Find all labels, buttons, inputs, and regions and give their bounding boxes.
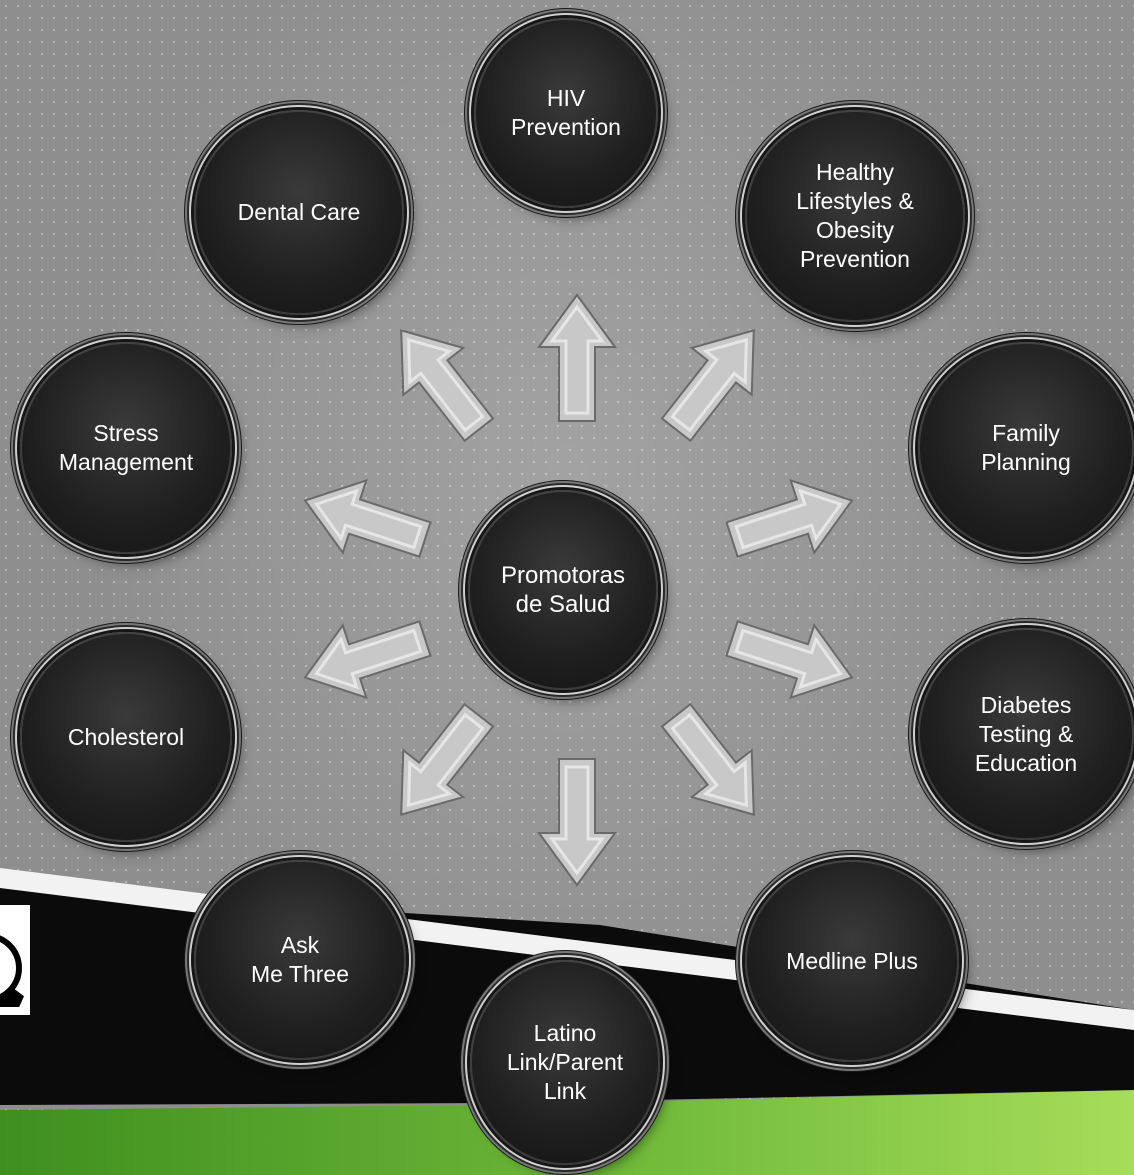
center-node: Promotoras de Salud: [468, 490, 658, 690]
topic-node-ask: Ask Me Three: [194, 860, 406, 1060]
topic-node-dental: Dental Care: [194, 110, 404, 315]
arrow-4: [720, 602, 863, 713]
arrow-10: [371, 307, 508, 453]
arrow-9: [293, 464, 436, 575]
topic-label-hiv: HIV Prevention: [511, 85, 621, 140]
logo-state-shape: [0, 989, 24, 1007]
arrow-5: [646, 692, 783, 838]
topic-node-healthy: Healthy Lifestyles & Obesity Prevention: [745, 110, 965, 322]
arrow-7: [371, 692, 508, 838]
topic-node-latino: Latino Link/Parent Link: [470, 960, 660, 1165]
arrow-1: [537, 293, 617, 422]
topic-label-dental: Dental Care: [237, 199, 361, 225]
topic-node-family: Family Planning: [918, 342, 1134, 554]
arrow-8: [293, 602, 436, 713]
topic-label-family: Family Planning: [981, 420, 1071, 475]
center-node-label: Promotoras de Salud: [500, 562, 626, 618]
arrow-6: [537, 758, 617, 887]
topic-node-medline: Medline Plus: [745, 860, 959, 1062]
topic-label-healthy: Healthy Lifestyles & Obesity Prevention: [796, 159, 914, 272]
topic-node-stress: Stress Management: [20, 342, 232, 554]
topic-label-stress: Stress Management: [58, 420, 194, 475]
topic-node-cholesterol: Cholesterol: [20, 632, 232, 842]
arrow-3: [720, 464, 863, 575]
logo-image: [0, 905, 30, 1015]
topic-label-cholesterol: Cholesterol: [67, 723, 185, 750]
topic-label-diabetes: Diabetes Testing & Education: [974, 691, 1078, 776]
topic-label-latino: Latino Link/Parent Link: [506, 1020, 624, 1104]
arrow-2: [646, 307, 783, 453]
topic-node-hiv: HIV Prevention: [474, 18, 658, 208]
topic-label-ask: Ask Me Three: [250, 932, 349, 987]
topic-node-diabetes: Diabetes Testing & Education: [918, 628, 1134, 840]
topic-label-medline: Medline Plus: [786, 947, 918, 974]
